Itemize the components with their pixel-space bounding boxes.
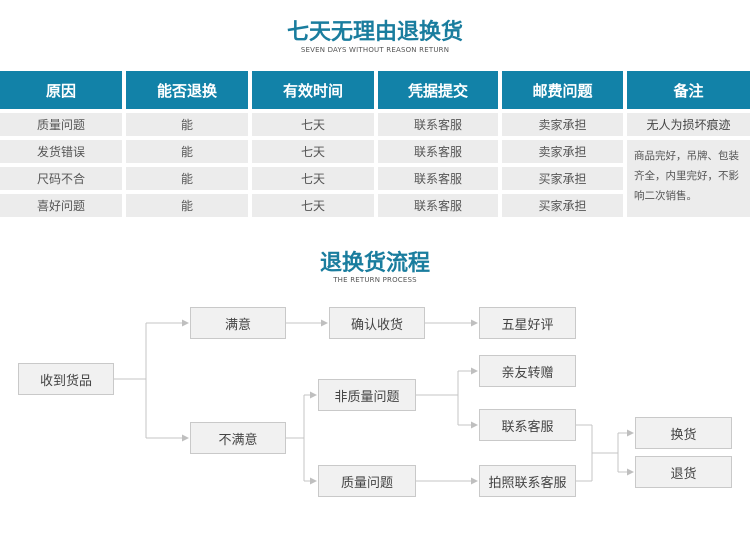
table-cell: 联系客服 bbox=[378, 194, 498, 217]
table-cell: 能 bbox=[126, 140, 248, 163]
header-remarks: 备注 bbox=[627, 71, 750, 109]
return-policy-table: 原因 能否退换 有效时间 凭据提交 邮费问题 备注 质量问题 能 七天 联系客服… bbox=[0, 71, 750, 219]
flow-box-confirm-receipt: 确认收货 bbox=[329, 307, 425, 339]
flow-box-photo-contact: 拍照联系客服 bbox=[479, 465, 576, 497]
table-cell: 七天 bbox=[252, 194, 374, 217]
table-cell: 七天 bbox=[252, 167, 374, 190]
flow-box-quality: 质量问题 bbox=[318, 465, 416, 497]
header-proof: 凭据提交 bbox=[378, 71, 498, 109]
table-cell: 联系客服 bbox=[378, 113, 498, 136]
flow-box-exchange: 换货 bbox=[635, 417, 732, 449]
table-cell: 七天 bbox=[252, 140, 374, 163]
remark-line: 响二次销售。 bbox=[634, 190, 697, 202]
process-title: 退换货流程 bbox=[319, 251, 430, 276]
table-cell: 卖家承担 bbox=[502, 113, 623, 136]
page-title: 七天无理由退换货 bbox=[286, 20, 463, 45]
process-subtitle: THE RETURN PROCESS bbox=[333, 276, 417, 284]
table-cell: 能 bbox=[126, 113, 248, 136]
flow-box-not-satisfied: 不满意 bbox=[190, 422, 286, 454]
flow-box-satisfied: 满意 bbox=[190, 307, 286, 339]
table-cell: 喜好问题 bbox=[0, 194, 122, 217]
remark-other: 商品完好，吊牌、包装 齐全，内里完好，不影 响二次销售。 bbox=[627, 140, 750, 217]
table-cell: 买家承担 bbox=[502, 194, 623, 217]
remark-line: 商品完好，吊牌、包装 bbox=[634, 150, 739, 162]
flow-box-five-star: 五星好评 bbox=[479, 307, 576, 339]
table-cell: 能 bbox=[126, 194, 248, 217]
table-cell: 买家承担 bbox=[502, 167, 623, 190]
table-cell: 七天 bbox=[252, 113, 374, 136]
table-cell: 联系客服 bbox=[378, 167, 498, 190]
flow-box-non-quality: 非质量问题 bbox=[318, 379, 416, 411]
flow-box-gift-friend: 亲友转赠 bbox=[479, 355, 576, 387]
header-valid-time: 有效时间 bbox=[252, 71, 374, 109]
flow-box-contact-service: 联系客服 bbox=[479, 409, 576, 441]
page-subtitle: SEVEN DAYS WITHOUT REASON RETURN bbox=[300, 46, 450, 54]
remark-line: 齐全，内里完好，不影 bbox=[634, 170, 739, 182]
table-cell: 联系客服 bbox=[378, 140, 498, 163]
table-cell: 尺码不合 bbox=[0, 167, 122, 190]
flow-box-receive: 收到货品 bbox=[18, 363, 114, 395]
table-cell: 发货错误 bbox=[0, 140, 122, 163]
table-cell: 质量问题 bbox=[0, 113, 122, 136]
table-cell: 卖家承担 bbox=[502, 140, 623, 163]
remark-quality: 无人为损坏痕迹 bbox=[627, 113, 750, 136]
header-returnable: 能否退换 bbox=[126, 71, 248, 109]
flow-box-refund: 退货 bbox=[635, 456, 732, 488]
header-reason: 原因 bbox=[0, 71, 122, 109]
table-cell: 能 bbox=[126, 167, 248, 190]
header-postage: 邮费问题 bbox=[502, 71, 623, 109]
